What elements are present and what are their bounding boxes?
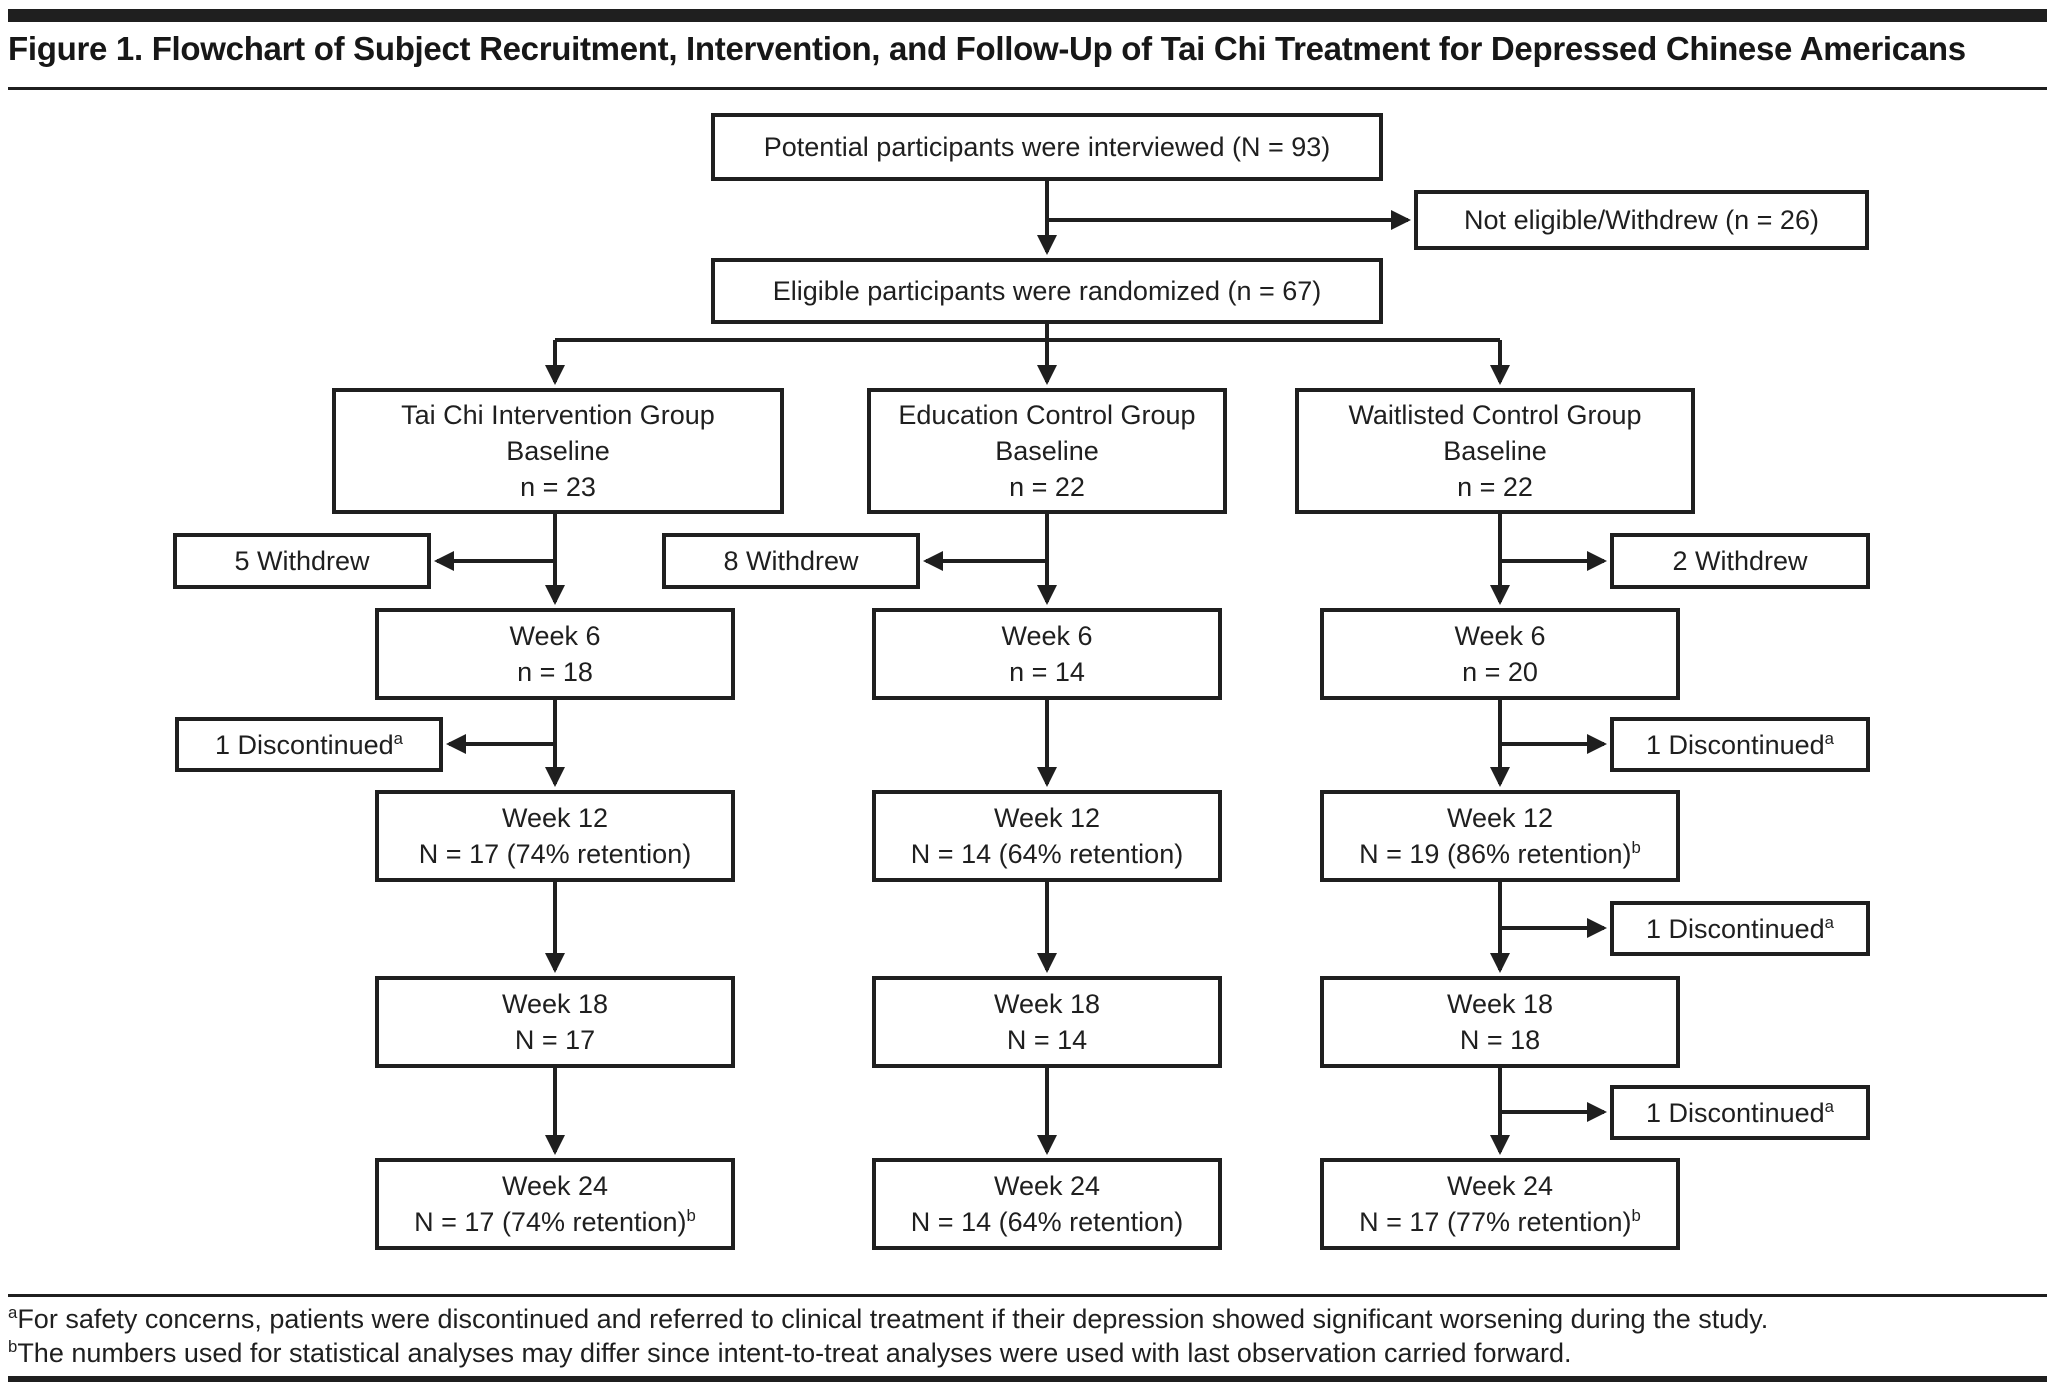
box-text: Education Control Group [898, 400, 1196, 430]
box-text-main: 1 Discontinued [215, 729, 394, 760]
box-education-week12: Week 12 N = 14 (64% retention) [872, 790, 1222, 882]
box-text: 5 Withdrew [234, 546, 370, 576]
box-text-main: 1 Discontinued [1646, 913, 1825, 944]
box-taichi-withdrew: 5 Withdrew [173, 533, 431, 589]
box-waitlisted-withdrew: 2 Withdrew [1610, 533, 1870, 589]
footnote-a: aFor safety concerns, patients were disc… [8, 1302, 1768, 1336]
box-text-main: 1 Discontinued [1646, 1097, 1825, 1128]
footnote-b-text: The numbers used for statistical analyse… [17, 1338, 1572, 1368]
box-education-withdrew: 8 Withdrew [662, 533, 920, 589]
footnote-marker-b: b [1631, 838, 1641, 857]
box-text: N = 17 [514, 1025, 596, 1055]
box-text: n = 20 [1462, 657, 1538, 687]
box-text: 1 Discontinueda [215, 727, 403, 763]
box-potential-participants: Potential participants were interviewed … [711, 113, 1383, 181]
box-text: 1 Discontinueda [1646, 1095, 1834, 1131]
box-waitlisted-week24: Week 24 N = 17 (77% retention)b [1320, 1158, 1680, 1250]
box-waitlisted-discontinued-1: 1 Discontinueda [1610, 717, 1870, 772]
box-text: N = 17 (74% retention) [418, 839, 692, 869]
figure-title: Figure 1. Flowchart of Subject Recruitme… [8, 30, 1966, 67]
box-text: 8 Withdrew [723, 546, 859, 576]
box-text: Baseline [1443, 436, 1547, 466]
box-text-main: 1 Discontinued [1646, 729, 1825, 760]
box-taichi-week18: Week 18 N = 17 [375, 976, 735, 1068]
footnote-b: bThe numbers used for statistical analys… [8, 1336, 1572, 1370]
box-text: Baseline [506, 436, 610, 466]
box-waitlisted-week12: Week 12 N = 19 (86% retention)b [1320, 790, 1680, 882]
footnote-a-marker: a [8, 1303, 18, 1322]
box-text: Week 12 [1446, 803, 1554, 833]
footnote-marker-a: a [393, 728, 403, 748]
box-text: Week 18 [1446, 989, 1554, 1019]
box-text-main: N = 17 (77% retention) [1359, 1207, 1632, 1237]
box-text: n = 23 [520, 472, 596, 502]
box-text: N = 19 (86% retention)b [1359, 836, 1641, 872]
box-text: N = 14 (64% retention) [910, 839, 1184, 869]
box-waitlisted-week18: Week 18 N = 18 [1320, 976, 1680, 1068]
box-waitlisted-discontinued-3: 1 Discontinueda [1610, 1085, 1870, 1140]
box-text-main: N = 19 (86% retention) [1359, 839, 1632, 869]
box-text: Week 6 [509, 621, 601, 651]
box-taichi-week12: Week 12 N = 17 (74% retention) [375, 790, 735, 882]
box-text: N = 17 (77% retention)b [1359, 1204, 1641, 1240]
footnote-marker-b: b [1631, 1206, 1641, 1225]
box-text: Week 24 [993, 1171, 1101, 1201]
box-text: Potential participants were interviewed … [763, 132, 1331, 162]
box-text: N = 18 [1459, 1025, 1541, 1055]
box-text: Week 18 [993, 989, 1101, 1019]
title-rule [8, 87, 2047, 90]
box-text: n = 22 [1009, 472, 1085, 502]
box-text: Not eligible/Withdrew (n = 26) [1464, 205, 1819, 235]
box-waitlisted-discontinued-2: 1 Discontinueda [1610, 901, 1870, 956]
footnote-marker-a: a [1824, 728, 1834, 748]
box-text: N = 14 (64% retention) [910, 1207, 1184, 1237]
box-taichi-discontinued: 1 Discontinueda [175, 717, 443, 772]
footnote-a-text: For safety concerns, patients were disco… [17, 1304, 1769, 1334]
box-text: 2 Withdrew [1672, 546, 1808, 576]
box-text: Week 24 [501, 1171, 609, 1201]
box-text: Tai Chi Intervention Group [401, 400, 715, 430]
box-text: 1 Discontinueda [1646, 727, 1834, 763]
box-education-week6: Week 6 n = 14 [872, 608, 1222, 700]
box-text: N = 14 [1006, 1025, 1088, 1055]
box-taichi-week24: Week 24 N = 17 (74% retention)b [375, 1158, 735, 1250]
box-text: Eligible participants were randomized (n… [772, 276, 1322, 306]
box-randomized: Eligible participants were randomized (n… [711, 258, 1383, 324]
bottom-rule [8, 1376, 2047, 1382]
box-education-week18: Week 18 N = 14 [872, 976, 1222, 1068]
box-text: Baseline [995, 436, 1099, 466]
top-black-bar [8, 9, 2047, 22]
box-education-week24: Week 24 N = 14 (64% retention) [872, 1158, 1222, 1250]
box-text: Week 12 [993, 803, 1101, 833]
box-text: Waitlisted Control Group [1348, 400, 1642, 430]
box-text: n = 14 [1009, 657, 1085, 687]
box-text: n = 18 [517, 657, 593, 687]
box-waitlisted-week6: Week 6 n = 20 [1320, 608, 1680, 700]
box-education-group: Education Control Group Baseline n = 22 [867, 388, 1227, 514]
box-text-main: N = 17 (74% retention) [414, 1207, 687, 1237]
box-text: Week 24 [1446, 1171, 1554, 1201]
box-text: n = 22 [1457, 472, 1533, 502]
footnote-marker-a: a [1824, 1096, 1834, 1116]
box-text: Week 6 [1001, 621, 1093, 651]
box-text: Week 18 [501, 989, 609, 1019]
box-waitlisted-group: Waitlisted Control Group Baseline n = 22 [1295, 388, 1695, 514]
box-text: 1 Discontinueda [1646, 911, 1834, 947]
box-text: Week 6 [1454, 621, 1546, 651]
footnote-rule [8, 1294, 2047, 1297]
box-taichi-week6: Week 6 n = 18 [375, 608, 735, 700]
footnote-marker-a: a [1824, 912, 1834, 932]
box-taichi-group: Tai Chi Intervention Group Baseline n = … [332, 388, 784, 514]
footnote-b-marker: b [8, 1337, 18, 1356]
box-text: Week 12 [501, 803, 609, 833]
footnote-marker-b: b [686, 1206, 696, 1225]
box-not-eligible: Not eligible/Withdrew (n = 26) [1414, 190, 1869, 250]
box-text: N = 17 (74% retention)b [414, 1204, 696, 1240]
